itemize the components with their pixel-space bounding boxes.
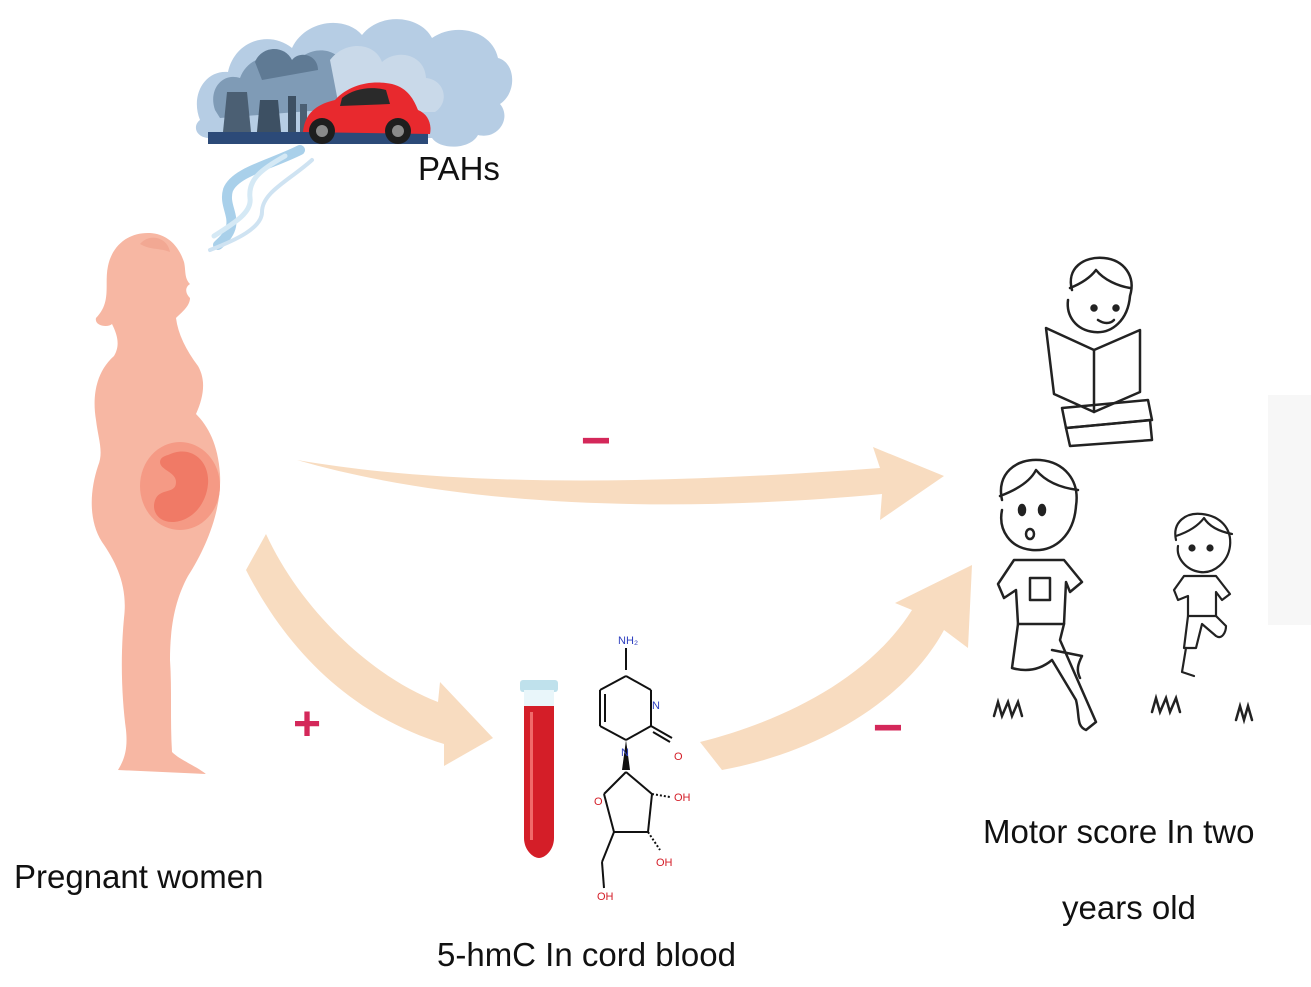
background-panel (1268, 395, 1311, 625)
amine-label: NH₂ (618, 635, 638, 647)
pregnant-to-cord-sign: + (293, 698, 321, 751)
red-car-icon (303, 82, 431, 144)
direct-effect-sign: − (581, 412, 611, 470)
small-running-child-icon (1172, 512, 1234, 678)
grass-tuft-icon (992, 693, 1254, 725)
cord-to-motor-sign: − (873, 699, 903, 757)
reading-child-icon (1044, 256, 1154, 448)
fetus-icon (140, 442, 220, 530)
molecule-labels: NH₂ N N O O OH OH OH (594, 635, 691, 903)
direct-arrow (297, 447, 944, 520)
cord-blood-label: 5-hmC In cord blood (437, 936, 736, 973)
hydroxyl-1-label: OH (674, 792, 691, 804)
breath-swirl-icon (208, 145, 314, 252)
pahs-label: PAHs (418, 150, 500, 187)
hydroxyl-2-label: OH (656, 857, 673, 869)
motor-score-label-line1: Motor score In two (983, 813, 1255, 850)
ring-o-label: O (594, 796, 603, 808)
blood-tube-icon (520, 680, 558, 858)
motor-score-label-line2: years old (1062, 889, 1196, 926)
carbonyl-o-label: O (674, 751, 683, 763)
pregnant-to-cord-arrow (246, 534, 493, 766)
ring-n-top-label: N (652, 700, 660, 712)
pregnant-women-label: Pregnant women (14, 858, 264, 895)
cord-to-motor-arrow (700, 565, 972, 770)
hydroxyl-3-label: OH (597, 891, 614, 903)
ring-n-bottom-label: N (621, 747, 629, 759)
running-child-icon (996, 458, 1098, 732)
cytosine-molecule-icon (599, 648, 673, 889)
